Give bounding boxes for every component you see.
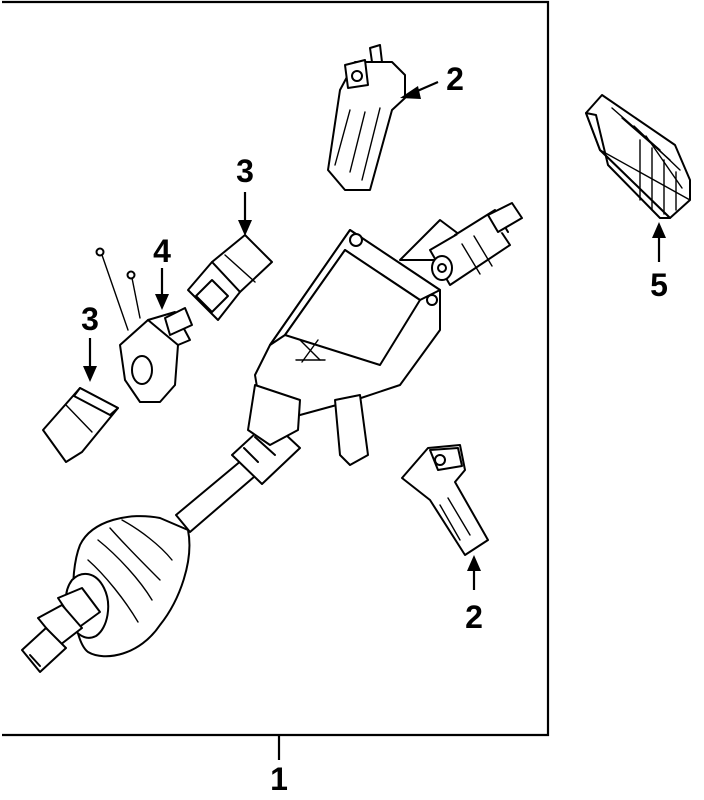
callout-3-lower-arrowhead: [83, 366, 97, 382]
callout-4-arrowhead: [155, 294, 169, 310]
connector-upper: [187, 234, 273, 321]
connector-lower: [42, 387, 119, 463]
assembly-bracket-frame: [2, 0, 550, 737]
steering-angle-sensor-top: [327, 44, 406, 191]
steering-boot: [21, 515, 191, 673]
callout-3-lower: 3: [81, 301, 99, 337]
callout-4: 4: [153, 233, 171, 269]
callout-2-bottom-arrowhead: [467, 555, 481, 571]
steering-column-housing: [247, 219, 461, 466]
callout-5: 5: [650, 267, 668, 303]
callout-3-upper: 3: [236, 153, 254, 189]
callout-2-top-arrowhead: [400, 86, 421, 99]
callout-1: 1: [270, 761, 288, 797]
callout-2-top: 2: [446, 61, 464, 97]
callout-3-upper-arrowhead: [238, 220, 252, 236]
callout-2-bottom: 2: [465, 599, 483, 635]
ignition-bracket: [95, 247, 193, 403]
steering-angle-sensor-bottom: [401, 444, 489, 556]
callout-5-arrowhead: [652, 222, 666, 238]
upper-shaft: [429, 202, 523, 286]
column-cover: [585, 94, 691, 219]
